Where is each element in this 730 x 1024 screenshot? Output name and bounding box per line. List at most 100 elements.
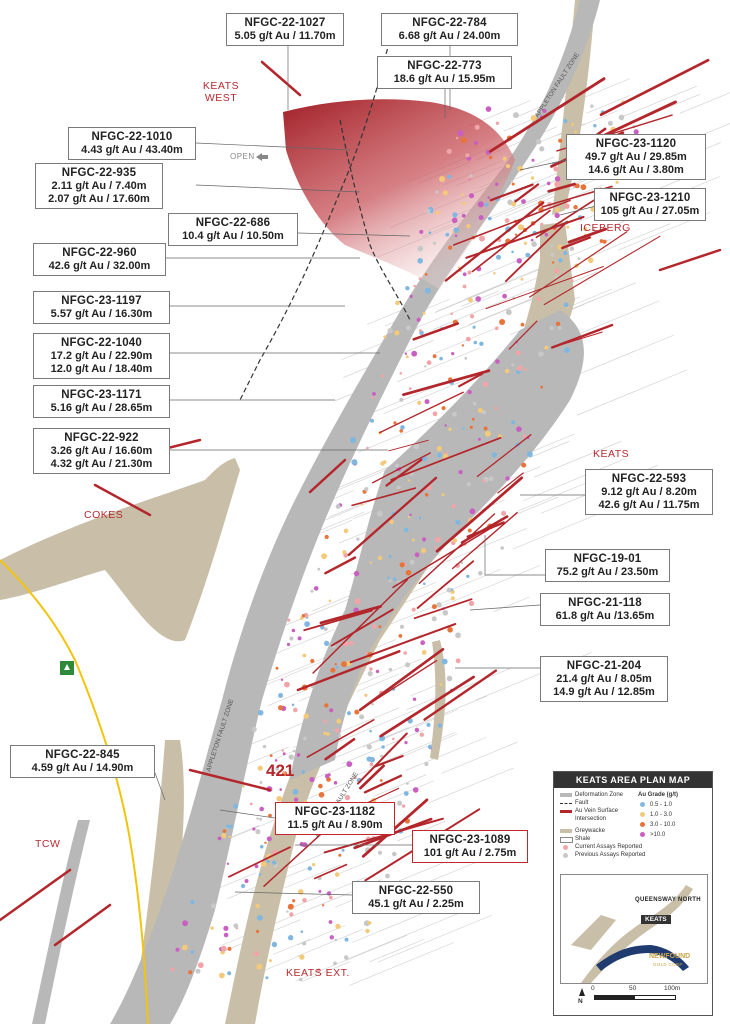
assay-dot [389,519,394,525]
hole-id: NFGC-23-1120 [595,138,677,150]
inset-site-label: KEATS [641,915,671,924]
hole-id: NFGC-22-1040 [60,337,142,349]
assay-dot [448,245,453,250]
drill-trace [430,568,501,599]
hole-id: NFGC-23-1089 [429,834,511,846]
assay-dot [370,418,374,423]
assay-dot [261,861,267,867]
callout-nfgc-21-118[interactable]: NFGC-21-118 61.8 g/t Au /13.65m [540,593,670,626]
callout-nfgc-19-01[interactable]: NFGC-19-01 75.2 g/t Au / 23.50m [545,549,670,582]
au-vein [444,201,545,282]
assay-dot [289,912,294,917]
assay-dot [441,493,445,497]
assay-dot [482,479,486,483]
callout-nfgc-22-550[interactable]: NFGC-22-550 45.1 g/t Au / 2.25m [352,881,480,914]
legend-item-current: Current Assays Reported [575,844,643,850]
assay-dot [467,389,472,395]
callout-nfgc-22-686[interactable]: NFGC-22-686 10.4 g/t Au / 10.50m [168,213,298,246]
assay-dot [455,632,461,639]
callout-nfgc-22-593[interactable]: NFGC-22-593 9.12 g/t Au / 8.20m 42.6 g/t… [585,469,713,515]
assay-dot [334,938,338,942]
north-label: N [578,998,583,1005]
assay-dot [227,946,232,951]
assay-dot [470,314,475,319]
callout-nfgc-22-784[interactable]: NFGC-22-784 6.68 g/t Au / 24.00m [381,13,518,46]
callout-nfgc-22-773[interactable]: NFGC-22-773 18.6 g/t Au / 15.95m [377,56,512,89]
callout-nfgc-22-1040[interactable]: NFGC-22-1040 17.2 g/t Au / 22.90m 12.0 g… [33,333,170,379]
au-vein [361,798,429,858]
callout-nfgc-22-845[interactable]: NFGC-22-845 4.59 g/t Au / 14.90m [10,745,155,778]
callout-nfgc-22-1010[interactable]: NFGC-22-1010 4.43 g/t Au / 43.40m [68,127,196,160]
assay-dot [302,898,307,903]
callout-nfgc-23-1089[interactable]: NFGC-23-1089 101 g/t Au / 2.75m [412,830,528,863]
assay-dot [488,155,493,160]
assay-value: 17.2 g/t Au / 22.90m [50,350,153,362]
assay-dot [335,504,341,509]
callout-nfgc-22-960[interactable]: NFGC-22-960 42.6 g/t Au / 32.00m [33,243,166,276]
au-vein [504,220,568,283]
assay-dot [592,228,596,232]
assay-dot [437,452,442,458]
assay-dot [354,709,360,715]
assay-dot [419,329,422,333]
au-vein-intersections [0,58,722,947]
callout-nfgc-22-922[interactable]: NFGC-22-922 3.26 g/t Au / 16.60m 4.32 g/… [33,428,170,474]
assay-dot [462,201,466,206]
north-arrow-icon [579,988,585,996]
assay-dot [371,702,374,706]
scale-label-0: 0 [591,985,595,992]
assay-dot [505,164,511,169]
assay-dot [505,309,512,316]
au-vein [313,863,348,880]
assay-dot [226,862,230,865]
assay-dot [445,232,450,237]
assay-dot [275,666,279,670]
assay-dot [577,257,581,261]
callout-nfgc-23-1182[interactable]: NFGC-23-1182 11.5 g/t Au / 8.90m [275,802,395,835]
au-vein [296,650,401,692]
drill-trace [297,929,363,957]
assay-dot [520,277,524,281]
assay-dot [478,571,483,576]
assay-dot [292,789,299,795]
legend-item-fault: Fault [575,800,589,806]
assay-dot [555,321,561,326]
assay-dot [461,344,465,347]
drill-trace [493,596,530,612]
au-vein [228,846,291,878]
assay-dot [515,350,521,356]
assay-dot [523,434,527,438]
drill-trace [620,85,698,118]
assay-dot [343,528,349,534]
assay-dot [453,227,460,233]
callout-nfgc-23-1197[interactable]: NFGC-23-1197 5.57 g/t Au / 16.30m [33,291,170,324]
assay-dot [531,241,537,247]
assay-dot [416,317,421,322]
callout-nfgc-22-1027[interactable]: NFGC-22-1027 5.05 g/t Au / 11.70m [226,13,344,46]
legend-item-previous: Previous Assays Reported [575,852,646,858]
callout-nfgc-22-935[interactable]: NFGC-22-935 2.11 g/t Au / 7.40m 2.07 g/t… [35,163,163,209]
assay-dot [564,203,570,209]
assay-dot [502,293,507,299]
assay-dot [223,925,229,931]
au-vein [347,476,438,557]
assay-dot [496,254,501,260]
assay-dot [466,574,470,578]
callout-nfgc-21-204[interactable]: NFGC-21-204 21.4 g/t Au / 8.05m 14.9 g/t… [540,656,668,702]
callout-nfgc-23-1120[interactable]: NFGC-23-1120 49.7 g/t Au / 29.85m 14.6 g… [566,134,706,180]
au-vein [359,764,385,790]
callout-nfgc-23-1171[interactable]: NFGC-23-1171 5.16 g/t Au / 28.65m [33,385,170,418]
assay-dot [257,915,263,921]
assay-dot [288,935,294,941]
assay-dot [371,527,375,531]
callout-nfgc-23-1210[interactable]: NFGC-23-1210 105 g/t Au / 27.05m [594,188,706,221]
assay-dot [554,181,561,188]
assay-dot [488,476,494,482]
au-vein [324,556,357,575]
assay-dot [324,534,329,540]
assay-dot [387,327,393,334]
assay-dot [259,844,264,849]
assay-dot [479,341,484,346]
au-vein [303,609,373,632]
assay-dot [477,408,483,413]
